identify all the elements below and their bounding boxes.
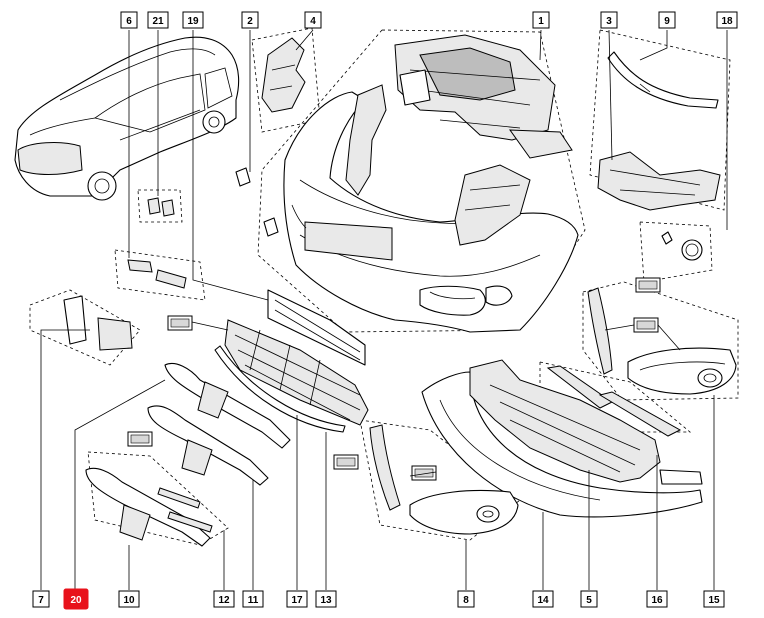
lower-grille-mesh	[224, 319, 369, 426]
front-bumper-cover	[283, 91, 579, 333]
absorber-strips	[546, 365, 682, 437]
leader-4	[295, 29, 314, 51]
trim-clips-12	[157, 487, 213, 533]
ref-tag	[411, 465, 437, 481]
leader-3	[608, 29, 613, 161]
callout-13[interactable]: 13	[315, 590, 337, 608]
zone-bumper-assembly	[257, 29, 586, 333]
headlamp-bracket	[261, 37, 306, 113]
callout-6[interactable]: 6	[120, 11, 138, 29]
callout-1[interactable]: 1	[532, 11, 550, 29]
fog-lamp-right	[587, 287, 737, 395]
svg-text:16: 16	[651, 595, 663, 606]
callout-12[interactable]: 12	[213, 590, 235, 608]
svg-text:17: 17	[291, 595, 303, 606]
zone-trim-12	[87, 451, 229, 546]
upper-support-frame	[394, 34, 573, 159]
clips-21	[147, 197, 175, 217]
svg-text:7: 7	[38, 595, 44, 606]
callout-14[interactable]: 14	[532, 590, 554, 608]
callout-18[interactable]: 18	[716, 11, 738, 29]
lower-brackets	[597, 151, 721, 211]
callout-17[interactable]: 17	[286, 590, 308, 608]
svg-text:3: 3	[606, 16, 612, 27]
leader-1	[539, 29, 542, 61]
ref-tag	[635, 277, 661, 293]
leader-20	[74, 379, 166, 590]
fog-lamp-mount	[63, 295, 133, 351]
clips-2	[235, 167, 279, 237]
svg-text:20: 20	[70, 595, 82, 606]
ref-tag	[333, 454, 359, 470]
svg-text:9: 9	[664, 16, 670, 27]
clips-6	[127, 259, 187, 289]
callout-20[interactable]: 20	[63, 588, 89, 610]
leader-19	[192, 30, 269, 301]
callout-7[interactable]: 7	[32, 590, 50, 608]
upper-grille	[267, 289, 366, 366]
callout-8[interactable]: 8	[457, 590, 475, 608]
ref-tag	[633, 317, 659, 333]
callout-10[interactable]: 10	[118, 590, 140, 608]
leader-ref-a	[191, 321, 229, 331]
callout-19[interactable]: 19	[182, 11, 204, 29]
svg-text:8: 8	[463, 595, 469, 606]
callout-5[interactable]: 5	[580, 590, 598, 608]
svg-text:10: 10	[123, 595, 135, 606]
leader-9	[639, 30, 668, 61]
callout-4[interactable]: 4	[304, 11, 322, 29]
grille-frame-middle	[147, 405, 269, 486]
car-illustration	[14, 36, 240, 201]
zone-seals-18	[639, 221, 713, 283]
svg-text:5: 5	[586, 595, 592, 606]
headlamp-trim-strip	[607, 51, 719, 109]
svg-text:19: 19	[187, 16, 199, 27]
ref-tag	[167, 315, 193, 331]
callout-3[interactable]: 3	[600, 11, 618, 29]
svg-text:18: 18	[721, 16, 733, 27]
svg-text:21: 21	[152, 16, 164, 27]
svg-text:2: 2	[247, 16, 253, 27]
zone-clips-6	[114, 249, 206, 301]
svg-text:1: 1	[538, 16, 544, 27]
callout-15[interactable]: 15	[703, 590, 725, 608]
impact-absorber	[469, 359, 703, 485]
leader-lines	[40, 29, 728, 590]
callout-9[interactable]: 9	[658, 11, 676, 29]
grille-chrome-strip	[214, 345, 346, 433]
zone-clips-21	[137, 189, 183, 223]
ref-tag	[127, 431, 153, 447]
fog-bezel-left	[369, 424, 519, 535]
zone-upper-brackets	[589, 29, 731, 211]
callout-16[interactable]: 16	[646, 590, 668, 608]
leader-ref-c	[657, 324, 681, 351]
bumper-side-brackets	[345, 84, 531, 246]
svg-text:6: 6	[126, 16, 132, 27]
callout-2[interactable]: 2	[241, 11, 259, 29]
callout-11[interactable]: 11	[242, 590, 264, 608]
leader-ref-b	[409, 471, 437, 477]
fog-lamp-seal	[661, 231, 703, 261]
svg-text:11: 11	[248, 595, 259, 606]
leader-7	[40, 329, 90, 590]
callout-21[interactable]: 21	[147, 11, 169, 29]
svg-text:14: 14	[537, 595, 549, 606]
svg-text:12: 12	[218, 595, 230, 606]
reference-tags	[127, 277, 661, 481]
zone-strips-16	[539, 361, 692, 433]
leader-ref-d	[604, 324, 635, 331]
zone-fog-lamp-right	[582, 281, 739, 401]
svg-text:4: 4	[310, 16, 316, 27]
grille-frame-upper	[164, 362, 291, 449]
svg-text:15: 15	[708, 595, 720, 606]
grille-frame-lower	[85, 467, 211, 547]
svg-text:13: 13	[320, 595, 332, 606]
